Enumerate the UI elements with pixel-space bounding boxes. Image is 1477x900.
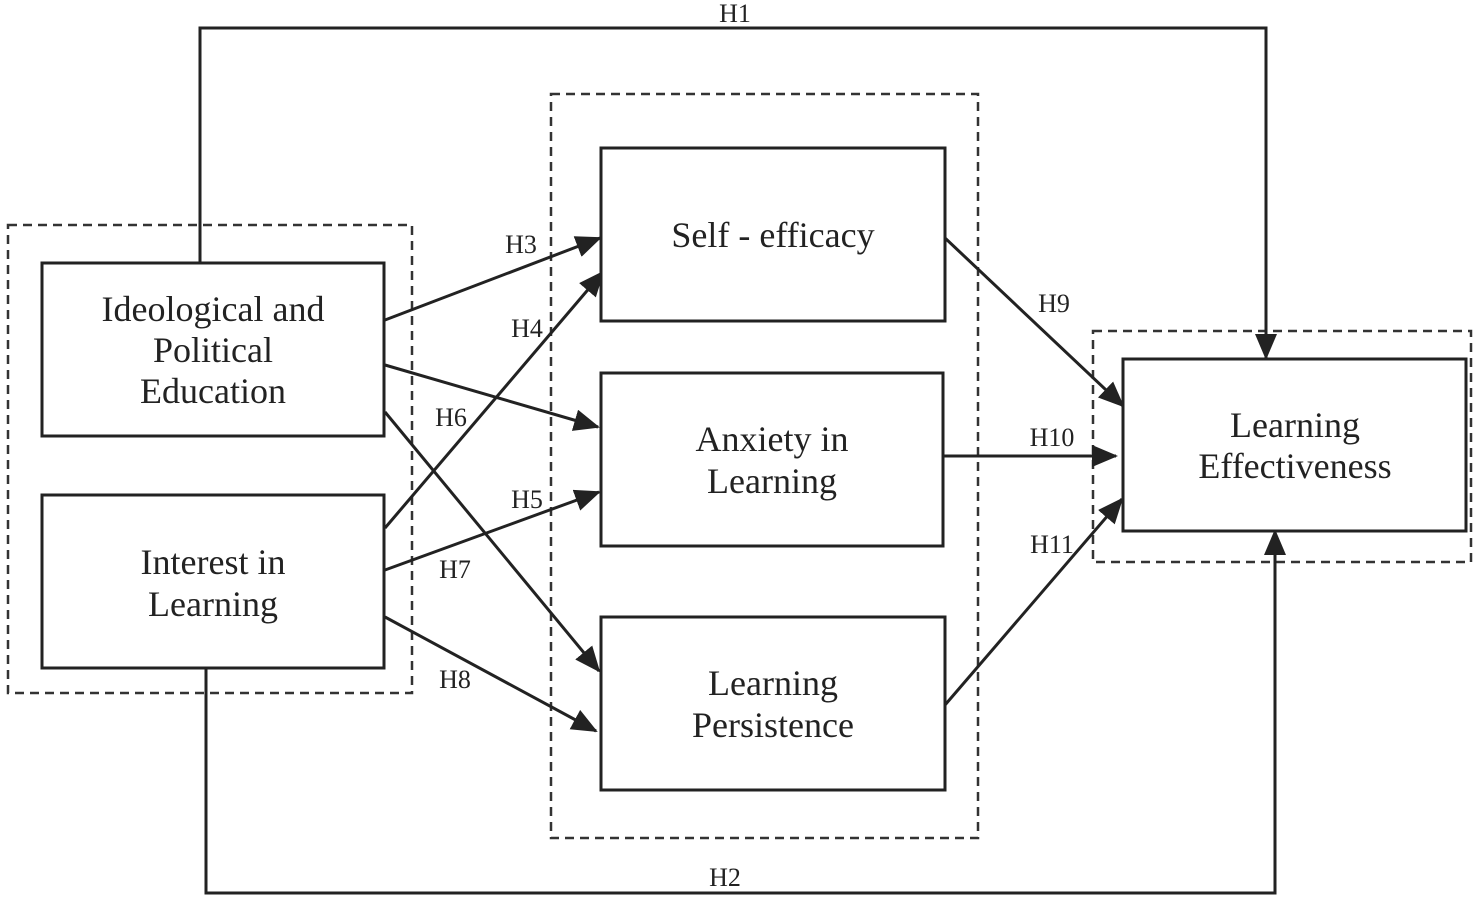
hypothesis-label-h10: H10: [1030, 423, 1075, 452]
node-label-line: Ideological and: [102, 289, 325, 329]
hypothesis-label-h4: H4: [511, 314, 543, 343]
node-learning-persistence: Learning Persistence: [599, 615, 947, 792]
independent-variables-group: [6, 223, 414, 695]
node-label-line: Political: [153, 330, 273, 370]
hypothesis-label-h7: H7: [439, 555, 471, 584]
edge-h8: [384, 615, 598, 733]
hypothesis-label-h11: H11: [1030, 530, 1074, 559]
hypothesis-label-h2: H2: [709, 863, 741, 892]
node-learning-effectiveness: Learning Effectiveness: [1121, 357, 1468, 533]
node-label-line: Self - efficacy: [671, 215, 874, 255]
edge-h6: [383, 270, 605, 529]
node-anxiety-in-learning: Anxiety in Learning: [599, 371, 945, 548]
edge-h3: [384, 236, 602, 322]
node-self-efficacy: Self - efficacy: [599, 146, 947, 323]
hypothesis-label-h6: H6: [435, 403, 467, 432]
hypothesis-label-h5: H5: [511, 485, 543, 514]
edge-h11: [943, 497, 1124, 706]
edge-h7: [383, 411, 601, 673]
node-label-line: Persistence: [692, 705, 854, 745]
edge-h1: [198, 26, 1277, 360]
node-ideological-political-education: Ideological and Political Education: [40, 261, 386, 438]
hypothesis-label-h8: H8: [439, 665, 471, 694]
edge-h5: [384, 489, 601, 572]
hypothesis-label-h1: H1: [719, 0, 751, 28]
node-label-line: Effectiveness: [1198, 446, 1391, 486]
node-label-line: Learning: [1230, 405, 1360, 445]
node-label-line: Anxiety in: [696, 419, 849, 459]
node-interest-in-learning: Interest in Learning: [40, 493, 386, 670]
edge-h4: [384, 363, 600, 431]
node-label-line: Interest in: [141, 542, 286, 582]
mediator-variables-group: [549, 92, 980, 840]
hypothesis-label-h3: H3: [505, 230, 537, 259]
node-label-line: Learning: [708, 663, 838, 703]
edge-h2: [204, 529, 1286, 895]
hypothesis-label-h9: H9: [1038, 289, 1070, 318]
node-label-line: Learning: [148, 584, 278, 624]
node-label-line: Learning: [707, 461, 837, 501]
edge-h9: [943, 236, 1125, 408]
node-label-line: Education: [140, 371, 286, 411]
